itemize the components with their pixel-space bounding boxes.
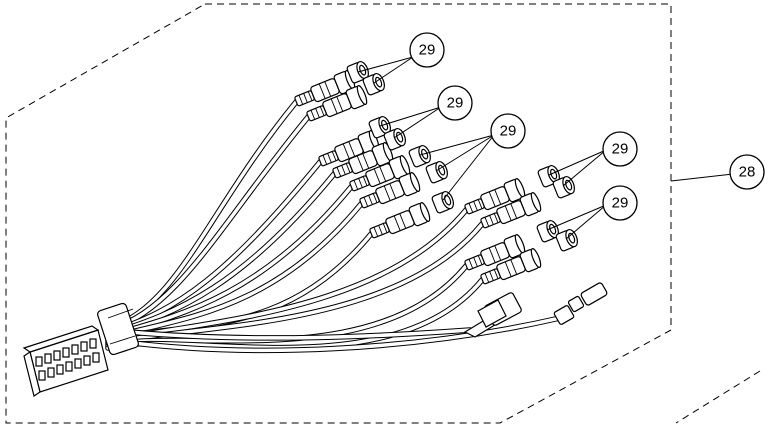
connector-pin <box>53 350 61 361</box>
rca-cap <box>536 219 559 243</box>
connector-pin <box>65 361 73 372</box>
callout-label: 29 <box>419 42 436 59</box>
rca-cap <box>425 160 448 184</box>
leader-28 <box>670 173 734 182</box>
rca-plug <box>464 178 526 215</box>
rca-plug <box>306 85 368 122</box>
harness-connector <box>22 325 109 397</box>
connector-pin <box>89 338 97 349</box>
connector-pins <box>35 338 100 381</box>
connector-pin <box>80 341 88 352</box>
callout-29-a: 29 <box>409 32 445 68</box>
connector-pin <box>44 353 52 364</box>
callout-label: 28 <box>739 164 756 181</box>
callout-label: 29 <box>447 95 464 112</box>
wire-core <box>106 184 353 338</box>
connector-pin <box>62 347 70 358</box>
rca-plug <box>332 142 394 179</box>
rca-plug <box>294 70 356 107</box>
rca-plug <box>480 192 542 229</box>
rca-cap <box>431 190 454 214</box>
wire-core <box>106 114 310 332</box>
connector-pin <box>71 344 79 355</box>
ground-lead <box>107 315 563 354</box>
rca-plug <box>359 172 421 209</box>
connector-pin <box>56 364 64 375</box>
callout-label: 29 <box>500 123 517 140</box>
rca-plug <box>480 248 542 285</box>
callout-label: 29 <box>612 195 629 212</box>
leaders-29 <box>357 56 607 240</box>
callout-29-e: 29 <box>602 185 638 221</box>
spade-terminal <box>463 292 522 338</box>
rca-cap <box>555 228 578 252</box>
callout-29-b: 29 <box>437 85 473 121</box>
rca-plugs <box>294 70 542 285</box>
callout-29-c: 29 <box>490 113 526 149</box>
callout-28: 28 <box>729 154 765 190</box>
wire-bundle <box>105 98 485 351</box>
connector-pin <box>92 352 100 363</box>
connector-pin <box>35 356 43 367</box>
rca-plug <box>464 234 526 271</box>
wire-core <box>106 221 484 346</box>
rca-cap <box>537 164 560 188</box>
cable-tie <box>97 302 139 356</box>
callout-label: 29 <box>612 141 629 158</box>
rca-cap <box>362 72 385 96</box>
inline-connector <box>553 282 608 325</box>
connector-pin <box>47 367 55 378</box>
rca-cap <box>408 144 431 168</box>
connector-pin <box>74 358 82 369</box>
connector-pin <box>38 370 46 381</box>
assembly-boundary <box>5 3 761 424</box>
connector-pin <box>83 355 91 366</box>
callout-29-d: 29 <box>602 131 638 167</box>
rca-plug <box>369 202 431 239</box>
